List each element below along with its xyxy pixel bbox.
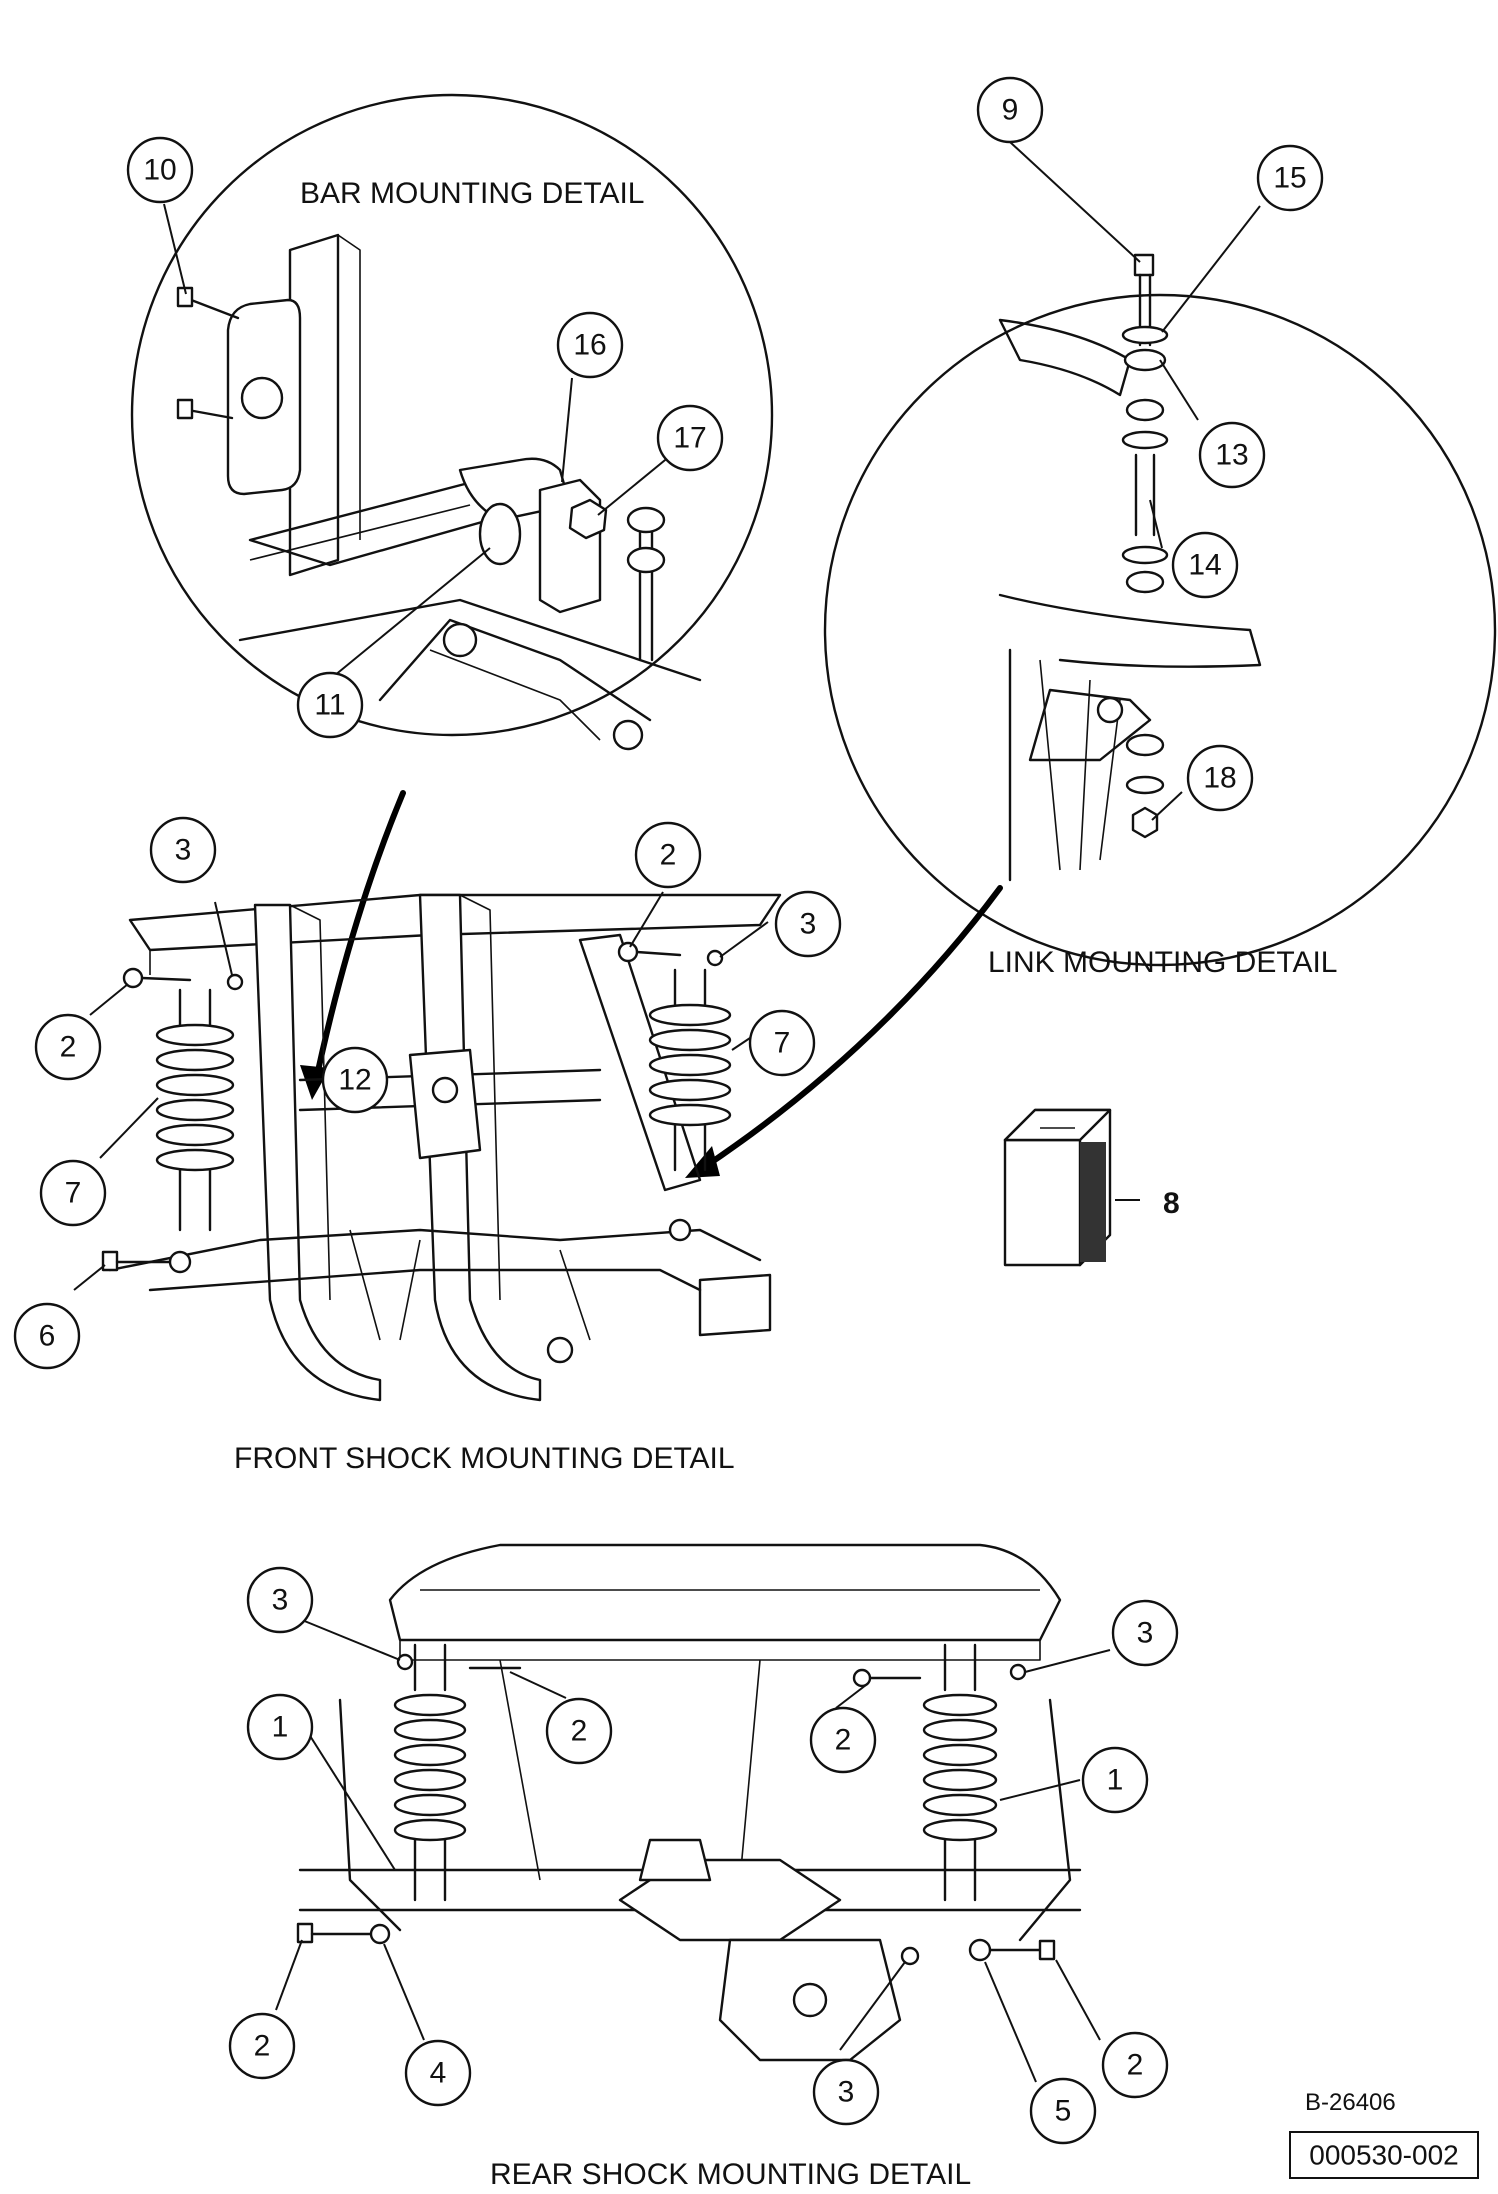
link-detail-arrow <box>697 885 1003 1173</box>
svg-text:1: 1 <box>272 1711 289 1744</box>
svg-text:13: 13 <box>1215 439 1248 472</box>
link-mounting-caption: LINK MOUNTING DETAIL <box>988 946 1337 979</box>
callout-14: 14 <box>1171 531 1239 599</box>
callout-15: 15 <box>1256 144 1324 212</box>
svg-text:14: 14 <box>1188 549 1221 582</box>
callout-3-front-left: 3 <box>149 816 217 884</box>
part-8-label: 8 <box>1163 1187 1180 1220</box>
svg-text:2: 2 <box>254 2030 271 2063</box>
callouts-rear-shock: 3 3 1 2 2 1 2 4 3 5 2 <box>228 1566 1179 2145</box>
figure-number: 000530-002 <box>1309 2140 1458 2171</box>
svg-text:5: 5 <box>1055 2095 1072 2128</box>
callout-16: 16 <box>556 311 624 379</box>
link-detail-magnifier-circle <box>823 293 1497 967</box>
callout-3-front-right: 3 <box>774 890 842 958</box>
callouts-bar-detail: 10 16 17 11 <box>126 136 724 739</box>
svg-text:18: 18 <box>1203 762 1236 795</box>
svg-text:3: 3 <box>175 834 192 867</box>
callout-2-rear-lower-right: 2 <box>1101 2031 1169 2099</box>
callout-1-rear-right: 1 <box>1081 1746 1149 1814</box>
svg-text:3: 3 <box>272 1584 289 1617</box>
front-right-spring <box>648 968 732 1172</box>
callout-9: 9 <box>976 76 1044 144</box>
svg-text:12: 12 <box>338 1064 371 1097</box>
bar-mounting-caption: BAR MOUNTING DETAIL <box>300 177 644 210</box>
callout-11: 11 <box>296 671 364 739</box>
callout-18: 18 <box>1186 744 1254 812</box>
svg-text:2: 2 <box>660 839 677 872</box>
front-left-spring <box>155 988 235 1232</box>
svg-text:2: 2 <box>1127 2049 1144 2082</box>
figure-number-box <box>1289 2131 1479 2179</box>
bar-detail-arrow <box>312 790 406 1088</box>
callout-2-rear-upper-left: 2 <box>545 1697 613 1765</box>
rear-right-spring <box>922 1643 998 1902</box>
svg-text:6: 6 <box>39 1320 56 1353</box>
callout-12: 12 <box>321 1046 389 1114</box>
svg-text:15: 15 <box>1273 162 1306 195</box>
svg-text:7: 7 <box>774 1027 791 1060</box>
svg-text:16: 16 <box>573 329 606 362</box>
callout-3-rear-lower: 3 <box>812 2058 880 2126</box>
svg-text:17: 17 <box>673 422 706 455</box>
svg-text:11: 11 <box>314 689 345 722</box>
callout-10: 10 <box>126 136 194 204</box>
svg-text:2: 2 <box>60 1031 77 1064</box>
svg-text:10: 10 <box>143 154 176 187</box>
callout-7-front-right: 7 <box>748 1009 816 1077</box>
svg-text:2: 2 <box>571 1715 588 1748</box>
link-detail-arrowhead <box>685 1146 720 1178</box>
svg-text:3: 3 <box>1137 1617 1154 1650</box>
callout-3-rear-top-left: 3 <box>246 1566 314 1634</box>
drawing-id: B-26406 <box>1305 2089 1396 2116</box>
callout-2-rear-upper-right: 2 <box>809 1706 877 1774</box>
svg-text:4: 4 <box>430 2057 447 2090</box>
link-mounting-detail <box>823 253 1497 967</box>
rear-shock-assembly <box>296 1543 1082 2062</box>
callouts-link-detail: 9 15 13 14 18 <box>976 76 1324 812</box>
svg-text:3: 3 <box>800 908 817 941</box>
leader-lines <box>73 141 1261 2083</box>
front-shock-assembly <box>101 893 782 1402</box>
svg-text:2: 2 <box>835 1724 852 1757</box>
rear-shock-caption: REAR SHOCK MOUNTING DETAIL <box>490 2158 971 2191</box>
callout-3-rear-top-right: 3 <box>1111 1599 1179 1667</box>
rear-left-spring <box>393 1643 467 1902</box>
svg-text:9: 9 <box>1002 94 1019 127</box>
callout-7-front-left: 7 <box>39 1159 107 1227</box>
front-shock-caption: FRONT SHOCK MOUNTING DETAIL <box>234 1442 735 1475</box>
callout-2-front-right: 2 <box>634 821 702 889</box>
callout-4: 4 <box>404 2039 472 2107</box>
callouts-front-shock: 3 2 3 2 7 7 12 6 <box>13 816 842 1370</box>
svg-text:7: 7 <box>65 1177 82 1210</box>
part-8-block <box>1003 1108 1140 1267</box>
callout-6: 6 <box>13 1302 81 1370</box>
svg-text:3: 3 <box>838 2076 855 2109</box>
bar-detail-magnifier-circle <box>130 93 774 737</box>
callout-1-rear-left: 1 <box>246 1693 314 1761</box>
callout-2-front-left: 2 <box>34 1013 102 1081</box>
callout-13: 13 <box>1198 421 1266 489</box>
callout-2-rear-lower-left: 2 <box>228 2012 296 2080</box>
svg-text:1: 1 <box>1107 1764 1124 1797</box>
callout-17: 17 <box>656 404 724 472</box>
callout-5: 5 <box>1029 2077 1097 2145</box>
